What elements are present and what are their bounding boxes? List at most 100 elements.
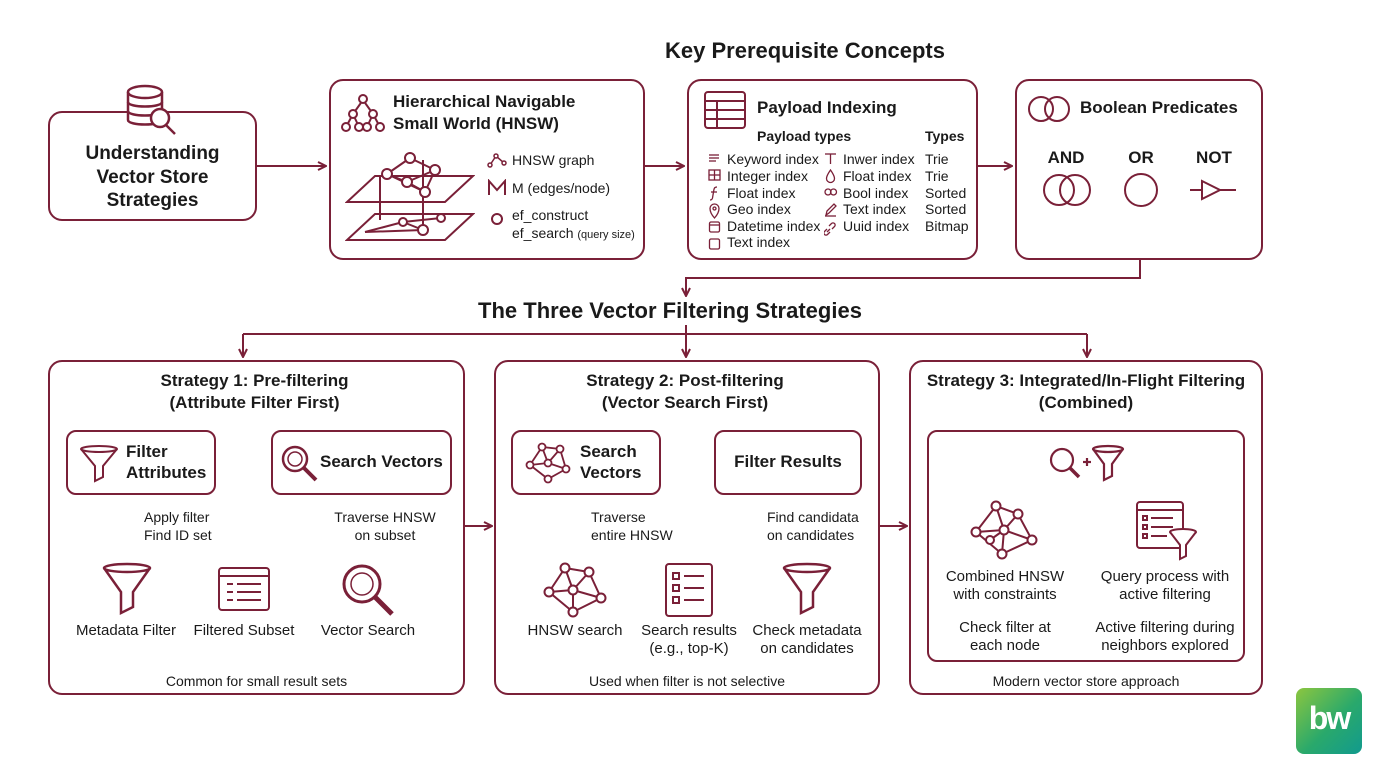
s3-left-line-2: with constraints (953, 586, 1057, 603)
venn-icon (1028, 96, 1070, 122)
payload-col2-icons (824, 153, 838, 236)
database-search-icon (126, 84, 176, 135)
s1-arrow1-line-2: Find ID set (144, 527, 212, 543)
strategy3-footer: Modern vector store approach (992, 673, 1180, 689)
filtered-subset-icon (218, 567, 270, 611)
toggle-icon (824, 188, 838, 196)
s2-arrow2-line-2: on candidates (767, 527, 855, 543)
graph-node-icon (525, 442, 571, 484)
s2-item-hnsw-search: HNSW search (527, 622, 623, 639)
search-icon (281, 445, 318, 482)
strategy3-title-line-2: (Combined) (1038, 393, 1134, 412)
s3-right-note-line-1: Active filtering during (1095, 619, 1235, 636)
s3-right-line-1: Query process with (1100, 568, 1230, 585)
query-process-filter-icon (1136, 501, 1197, 561)
s3-left-note-line-2: each node (969, 637, 1041, 654)
heading-prerequisites: Key Prerequisite Concepts (665, 38, 945, 63)
geo-pin-icon (709, 203, 720, 219)
payload-col1-item-3: Float index (727, 185, 796, 201)
s3-left-line-1: Combined HNSW (945, 568, 1065, 585)
s1-item-metadata-filter: Metadata Filter (75, 622, 177, 639)
s3-right-note-line-2: neighbors explored (1101, 637, 1229, 654)
payload-type-2: Trie (925, 168, 949, 184)
payload-type-5: Bitmap (925, 218, 969, 234)
table-icon (704, 91, 746, 129)
heading-strategies: The Three Vector Filtering Strategies (478, 298, 862, 323)
s2-item-search-results-line-2: (e.g., top-K) (649, 640, 729, 657)
hnsw-layers-icon (345, 152, 475, 241)
boolean-op-and: AND (1047, 148, 1085, 167)
vector-search-icon (342, 564, 394, 616)
strategy1-box (48, 360, 465, 695)
hnsw-search-icon (543, 562, 607, 618)
boolean-op-or: OR (1128, 148, 1154, 167)
hnsw-query-size-note: (query size) (577, 229, 635, 241)
strategy2-box (494, 360, 880, 695)
s1-item-filtered-subset: Filtered Subset (193, 622, 295, 639)
integer-grid-icon (708, 169, 721, 181)
not-gate-icon (1190, 179, 1236, 201)
hnsw-legend-graph: HNSW graph (512, 152, 595, 168)
text-t-icon (825, 153, 836, 164)
payload-type-4: Sorted (925, 201, 967, 217)
or-icon (1124, 173, 1158, 207)
payload-type-3: Sorted (925, 185, 967, 201)
strategy1-title-line-2: (Attribute Filter First) (169, 393, 340, 412)
hnsw-legend-ef-search: ef_search (query size) (512, 225, 635, 242)
bw-logo: bw (1296, 688, 1362, 754)
hnsw-title-line-2: Small World (HNSW) (393, 114, 559, 133)
payload-types-header: Payload types (757, 128, 852, 144)
boolean-title: Boolean Predicates (1080, 98, 1238, 117)
hnsw-title-line-1: Hierarchical Navigable (393, 92, 576, 111)
drop-icon (825, 168, 836, 184)
understanding-title-line-2: Vector Store (96, 167, 209, 188)
metadata-funnel-icon (102, 562, 152, 616)
results-list-icon (665, 563, 713, 617)
boolean-op-not: NOT (1196, 148, 1232, 167)
and-icon (1043, 174, 1091, 206)
funnel-icon (80, 445, 118, 483)
boolean-box (1015, 79, 1263, 260)
s1-arrow2-line-1: Traverse HNSW (334, 509, 436, 525)
edges-icon (488, 179, 506, 195)
s2-step2-label: Filter Results (734, 452, 842, 471)
payload-col1-icons (708, 154, 721, 250)
s1-step1-line-2: Attributes (126, 463, 207, 482)
strategy2-title-line-2: (Vector Search First) (601, 393, 769, 412)
s3-left-note-line-1: Check filter at (959, 619, 1051, 636)
s2-item-search-results-line-1: Search results (641, 622, 737, 639)
s2-arrow1-line-1: Traverse (591, 509, 646, 525)
text-box-icon (708, 238, 721, 250)
strategy2-footer: Used when filter is not selective (588, 673, 786, 689)
combined-hnsw-icon (970, 500, 1038, 560)
s2-search-vectors-box (511, 430, 661, 495)
s1-step1-line-1: Filter (126, 442, 168, 461)
link-icon (824, 222, 836, 236)
s3-right-line-2: active filtering (1119, 586, 1211, 603)
calendar-icon (708, 221, 721, 233)
hnsw-box (329, 79, 645, 260)
payload-col1-item-4: Geo index (727, 201, 791, 217)
check-metadata-funnel-icon (782, 562, 832, 616)
s2-arrow2-line-1: Find candidata (767, 509, 859, 525)
strategy1-footer: Common for small result sets (165, 673, 348, 689)
payload-col2-item-1: Inwer index (843, 151, 915, 167)
payload-col2-item-2: Float index (843, 168, 912, 184)
pencil-icon (824, 203, 837, 217)
strategy1-title-line-1: Strategy 1: Pre-filtering (160, 371, 349, 390)
s2-item-check-metadata-line-2: on candidates (760, 640, 854, 657)
s2-arrow1-line-2: entire HNSW (591, 527, 673, 543)
keyword-icon (709, 154, 719, 162)
payload-col1-item-5: Datetime index (727, 218, 821, 234)
understanding-title-line-1: Understanding (85, 143, 220, 164)
payload-col2-item-5: Uuid index (843, 218, 910, 234)
hierarchy-icon (341, 94, 385, 132)
payload-col2-item-3: Bool index (843, 185, 909, 201)
payload-type-1: Trie (925, 151, 949, 167)
payload-col1-item-6: Text index (727, 234, 791, 250)
payload-col1-item-1: Keyword index (727, 151, 819, 167)
s2-step1-line-1: Search (580, 442, 637, 461)
connector-boolean-down (686, 260, 1141, 295)
s1-step2-label: Search Vectors (320, 452, 443, 471)
